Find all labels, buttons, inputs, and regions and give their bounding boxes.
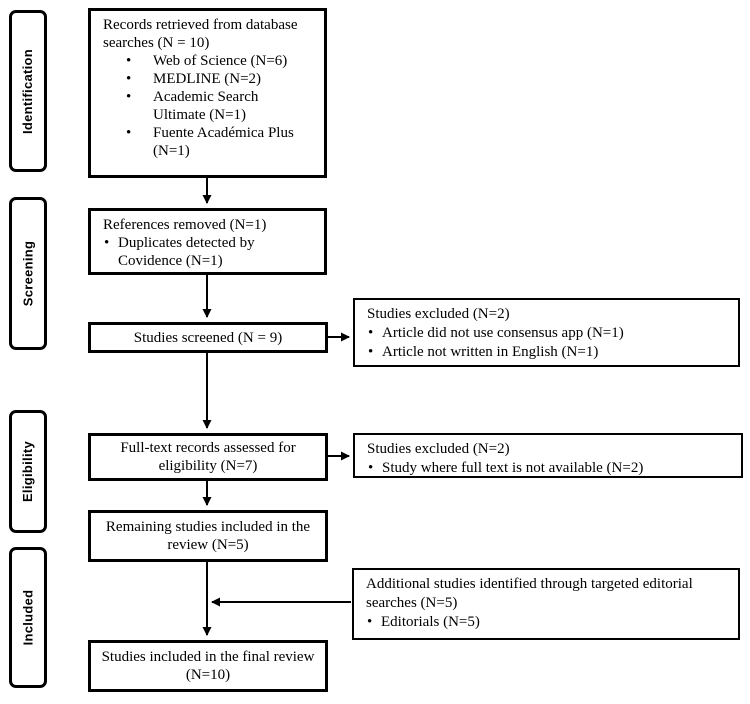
- stage-label-included: Included: [20, 589, 36, 646]
- records-bullet-list: Web of Science (N=6) MEDLINE (N=2) Acade…: [103, 52, 314, 160]
- box-remaining-included: Remaining studies included in the review…: [88, 510, 328, 562]
- screening-excluded-bullet-list: Article did not use consensus app (N=1) …: [367, 324, 728, 362]
- stage-label-eligibility: Eligibility: [20, 440, 36, 503]
- box-references-title: References removed (N=1): [103, 217, 267, 233]
- bullet-item: Fuente Académica Plus (N=1): [103, 124, 314, 160]
- bullet-item: MEDLINE (N=2): [103, 70, 314, 88]
- box-final-title: Studies included in the final review (N=…: [101, 649, 315, 683]
- box-screening-excluded-title: Studies excluded (N=2): [367, 306, 510, 322]
- bullet-item: Study where full text is not available (…: [367, 459, 731, 478]
- box-references-removed: References removed (N=1) Duplicates dete…: [88, 208, 327, 275]
- references-bullet-list: Duplicates detected by Covidence (N=1): [103, 234, 314, 270]
- bullet-item: Web of Science (N=6): [103, 52, 314, 70]
- box-fulltext-title: Full-text records assessed for eligibili…: [120, 440, 296, 474]
- stage-box-identification: Identification: [9, 10, 47, 172]
- stage-label-identification: Identification: [20, 48, 36, 134]
- stage-box-eligibility: Eligibility: [9, 410, 47, 533]
- bullet-item: Article not written in English (N=1): [367, 343, 728, 362]
- stage-label-screening: Screening: [20, 240, 36, 307]
- box-fulltext-assessed: Full-text records assessed for eligibili…: [88, 433, 328, 481]
- box-screened-title: Studies screened (N = 9): [133, 329, 283, 346]
- box-eligibility-excluded-title: Studies excluded (N=2): [367, 441, 510, 457]
- box-studies-screened: Studies screened (N = 9): [88, 322, 328, 353]
- stage-box-included: Included: [9, 547, 47, 688]
- stage-box-screening: Screening: [9, 197, 47, 350]
- box-remaining-title: Remaining studies included in the review…: [105, 519, 311, 553]
- additional-bullet-list: Editorials (N=5): [366, 613, 728, 632]
- box-final-included: Studies included in the final review (N=…: [88, 640, 328, 692]
- box-screening-excluded: Studies excluded (N=2) Article did not u…: [353, 298, 740, 367]
- box-records-title: Records retrieved from database searches…: [103, 17, 298, 51]
- box-additional-title: Additional studies identified through ta…: [366, 576, 693, 611]
- bullet-item: Duplicates detected by Covidence (N=1): [103, 234, 314, 270]
- bullet-item: Editorials (N=5): [366, 613, 728, 632]
- box-eligibility-excluded: Studies excluded (N=2) Study where full …: [353, 433, 743, 478]
- eligibility-excluded-bullet-list: Study where full text is not available (…: [367, 459, 731, 478]
- box-records-retrieved: Records retrieved from database searches…: [88, 8, 327, 178]
- bullet-item: Academic Search Ultimate (N=1): [103, 88, 314, 124]
- bullet-item: Article did not use consensus app (N=1): [367, 324, 728, 343]
- box-additional-studies: Additional studies identified through ta…: [352, 568, 740, 640]
